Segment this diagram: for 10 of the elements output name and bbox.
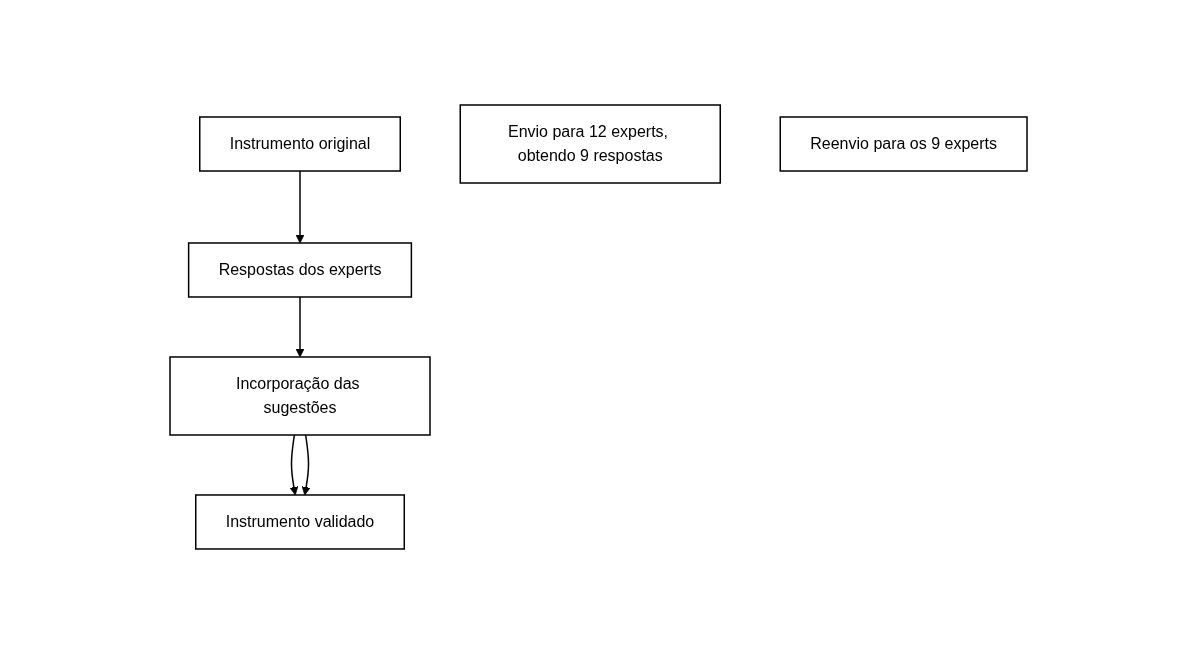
arrow [295,169,305,243]
arrow [295,295,305,357]
node-box: Incorporação das sugestões [169,355,431,436]
node-box: Instrumento original [199,115,401,172]
arrow [289,433,299,495]
arrow [301,433,311,495]
node-box: Envio para 12 experts, obtendo 9 respostas [459,103,721,184]
node-box: Reenvio para os 9 experts [779,115,1028,172]
node-box: Instrumento validado [195,493,405,550]
node-box: Respostas dos experts [187,241,413,298]
